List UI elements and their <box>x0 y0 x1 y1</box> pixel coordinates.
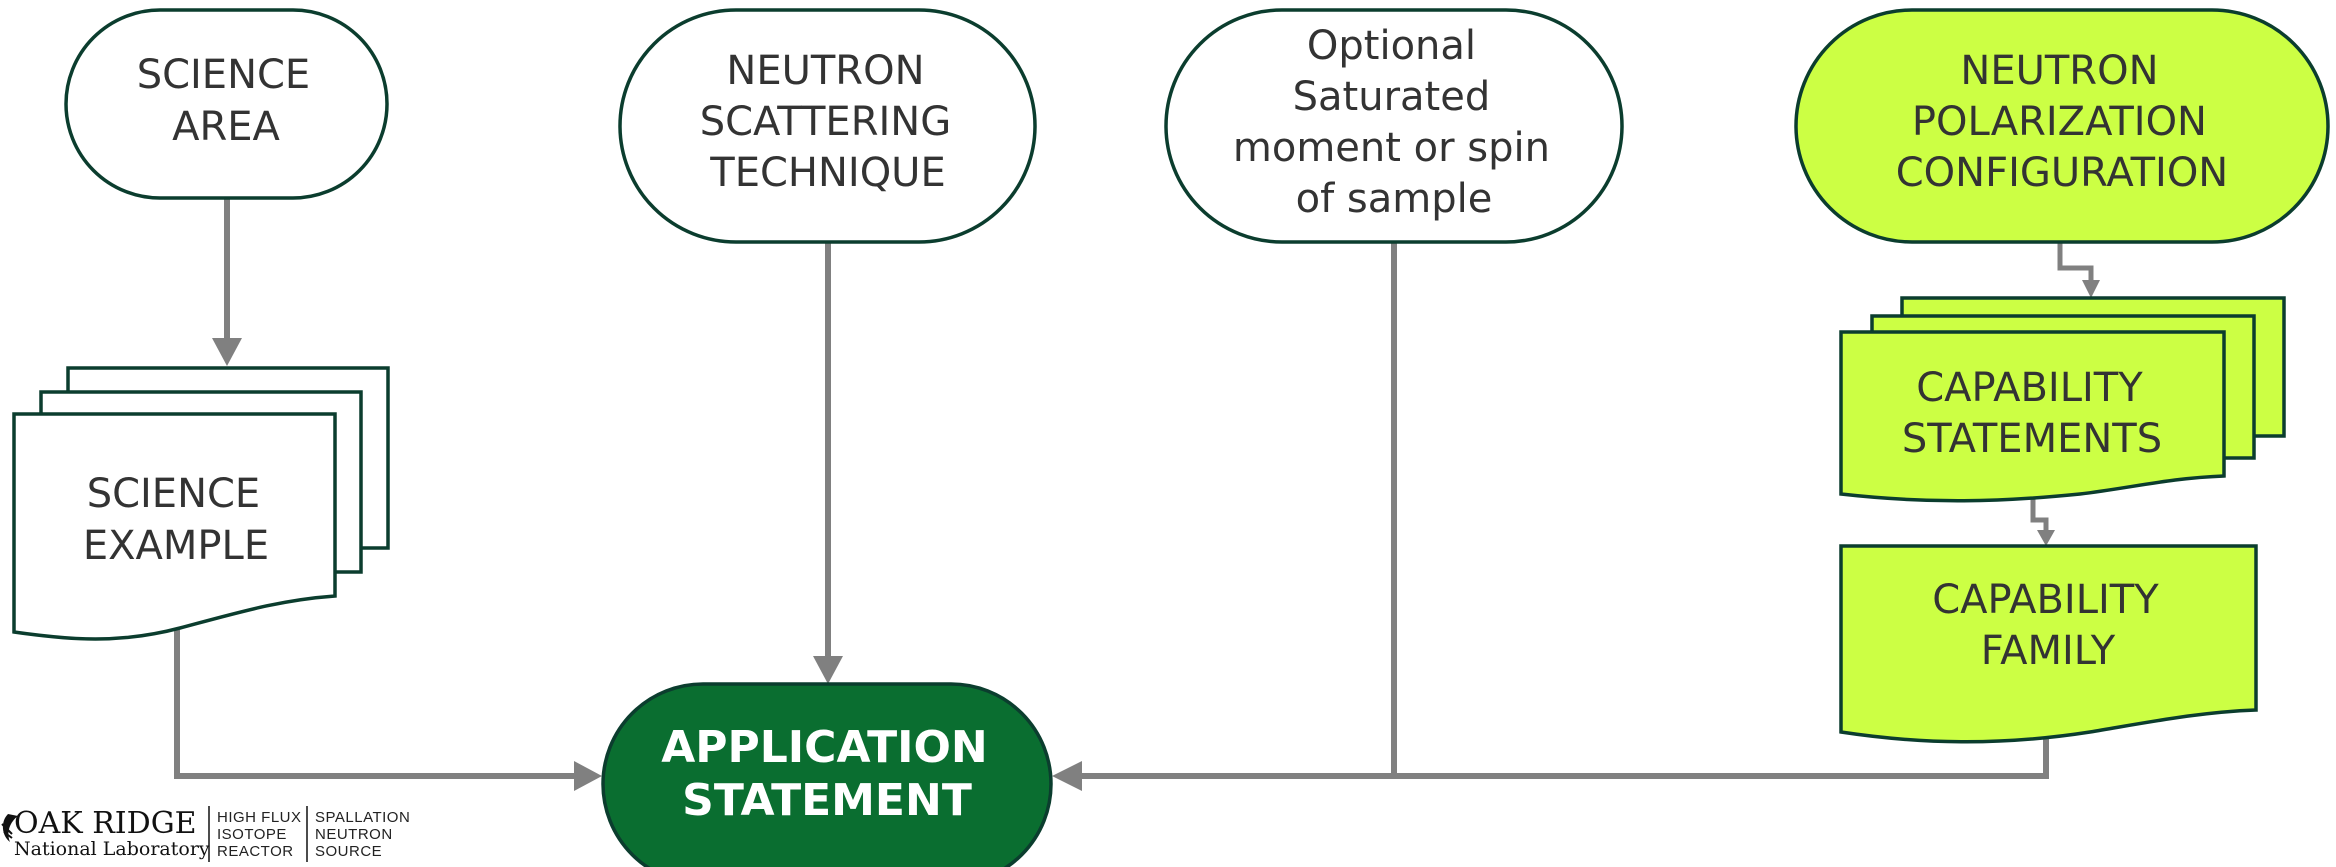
svg-text:Optional Saturated: Optional Saturated moment or spin of sam… <box>1233 23 1555 222</box>
capability-statements-label-1: CAPABILITY <box>1916 365 2143 411</box>
arrowhead-application-left <box>574 761 602 791</box>
svg-text:SCIENCE EXAMPLE: SCIENCE EXAMPLE <box>83 471 269 569</box>
science-area-shape <box>64 8 389 200</box>
svg-text:APPLICATION STATEMENT: APPLICATION STATEMENT <box>661 722 993 826</box>
arrowhead-family <box>2037 530 2055 546</box>
logo-name-line1: OAK RIDGE <box>14 806 197 841</box>
polarization-label-2: POLARIZATION <box>1912 99 2207 145</box>
capability-family-shape <box>1839 544 2258 744</box>
logo-hfir-line1: HIGH FLUX <box>217 809 302 826</box>
connector-family-to-application <box>1078 738 2049 779</box>
logo-name-line2: National Laboratory <box>14 838 210 860</box>
arrowhead-statements <box>2082 280 2100 298</box>
node-science-example: SCIENCE EXAMPLE <box>12 366 390 641</box>
science-example-front-page <box>12 412 337 641</box>
node-science-area: SCIENCE AREA <box>64 8 389 200</box>
connectors <box>174 198 2100 791</box>
node-application-statement: APPLICATION STATEMENT <box>601 682 1053 867</box>
capability-family-label-2: FAMILY <box>1981 628 2116 674</box>
optional-label-3: moment or spin <box>1233 125 1550 171</box>
logo-sns-line1: SPALLATION <box>315 809 410 826</box>
node-capability-family: CAPABILITY FAMILY <box>1839 544 2258 744</box>
science-example-label-2: EXAMPLE <box>83 523 269 569</box>
connector-example-to-application <box>174 630 578 779</box>
svg-text:SPALLATION NEUTRON: SPALLATION NEUTRON SOURCE <box>315 809 415 860</box>
node-neutron-polarization-configuration: NEUTRON POLARIZATION CONFIGURATION <box>1794 8 2330 244</box>
science-area-label-2: AREA <box>172 104 280 150</box>
node-optional-saturated-moment: Optional Saturated moment or spin of sam… <box>1164 8 1624 244</box>
logo-sns-line2: NEUTRON <box>315 826 393 843</box>
capability-statements-label-2: STATEMENTS <box>1902 416 2162 462</box>
leaf-icon <box>1 814 18 842</box>
polarization-label-3: CONFIGURATION <box>1896 150 2228 196</box>
svg-text:CAPABILITY FAMILY: CAPABILITY FAMILY <box>1932 577 2164 674</box>
logo-hfir-line3: REACTOR <box>217 843 294 860</box>
capability-family-label-1: CAPABILITY <box>1932 577 2159 623</box>
arrowhead-science-example <box>212 338 242 366</box>
logo-sns-line3: SOURCE <box>315 843 382 860</box>
node-neutron-scattering-technique: NEUTRON SCATTERING TECHNIQUE <box>618 8 1037 244</box>
application-statement-label-1: APPLICATION <box>661 722 988 773</box>
science-example-label-1: SCIENCE <box>87 471 261 517</box>
connector-statements-to-family <box>2030 496 2049 532</box>
logo-hfir-line2: ISOTOPE <box>217 826 287 843</box>
optional-label-1: Optional <box>1307 23 1476 69</box>
arrowhead-application-top <box>813 656 843 684</box>
ornl-logo: OAK RIDGE National Laboratory HIGH FLUX … <box>1 806 415 862</box>
optional-label-2: Saturated <box>1293 74 1491 120</box>
technique-label-3: TECHNIQUE <box>709 150 945 196</box>
svg-text:HIGH FLUX ISOTOPE: HIGH FLUX ISOTOPE REACTOR <box>217 809 306 860</box>
capability-statements-front-page <box>1839 330 2226 503</box>
polarization-shape <box>1794 8 2330 244</box>
science-area-label-1: SCIENCE <box>137 52 311 98</box>
polarization-label-1: NEUTRON <box>1960 48 2158 94</box>
technique-shape <box>618 8 1037 244</box>
technique-label-1: NEUTRON <box>726 48 924 94</box>
node-capability-statements: CAPABILITY STATEMENTS <box>1839 296 2286 503</box>
application-statement-label-2: STATEMENT <box>682 775 972 826</box>
optional-label-4: of sample <box>1296 176 1493 222</box>
svg-text:NEUTRON POLARIZATION: NEUTRON POLARIZATION CONFIGURATION <box>1896 48 2228 196</box>
technique-label-2: SCATTERING <box>700 99 952 145</box>
optional-shape <box>1164 8 1624 244</box>
svg-text:CAPABILITY STATEMENTS: CAPABILITY STATEMENTS <box>1902 365 2162 462</box>
application-statement-shape <box>601 682 1053 867</box>
connector-polarization-to-statements <box>2057 242 2094 282</box>
svg-text:SCIENCE AREA: SCIENCE AREA <box>137 52 316 150</box>
svg-text:NEUTRON SCATTERING: NEUTRON SCATTERING TECHNIQUE <box>700 48 957 196</box>
arrowhead-application-right <box>1052 761 1082 791</box>
